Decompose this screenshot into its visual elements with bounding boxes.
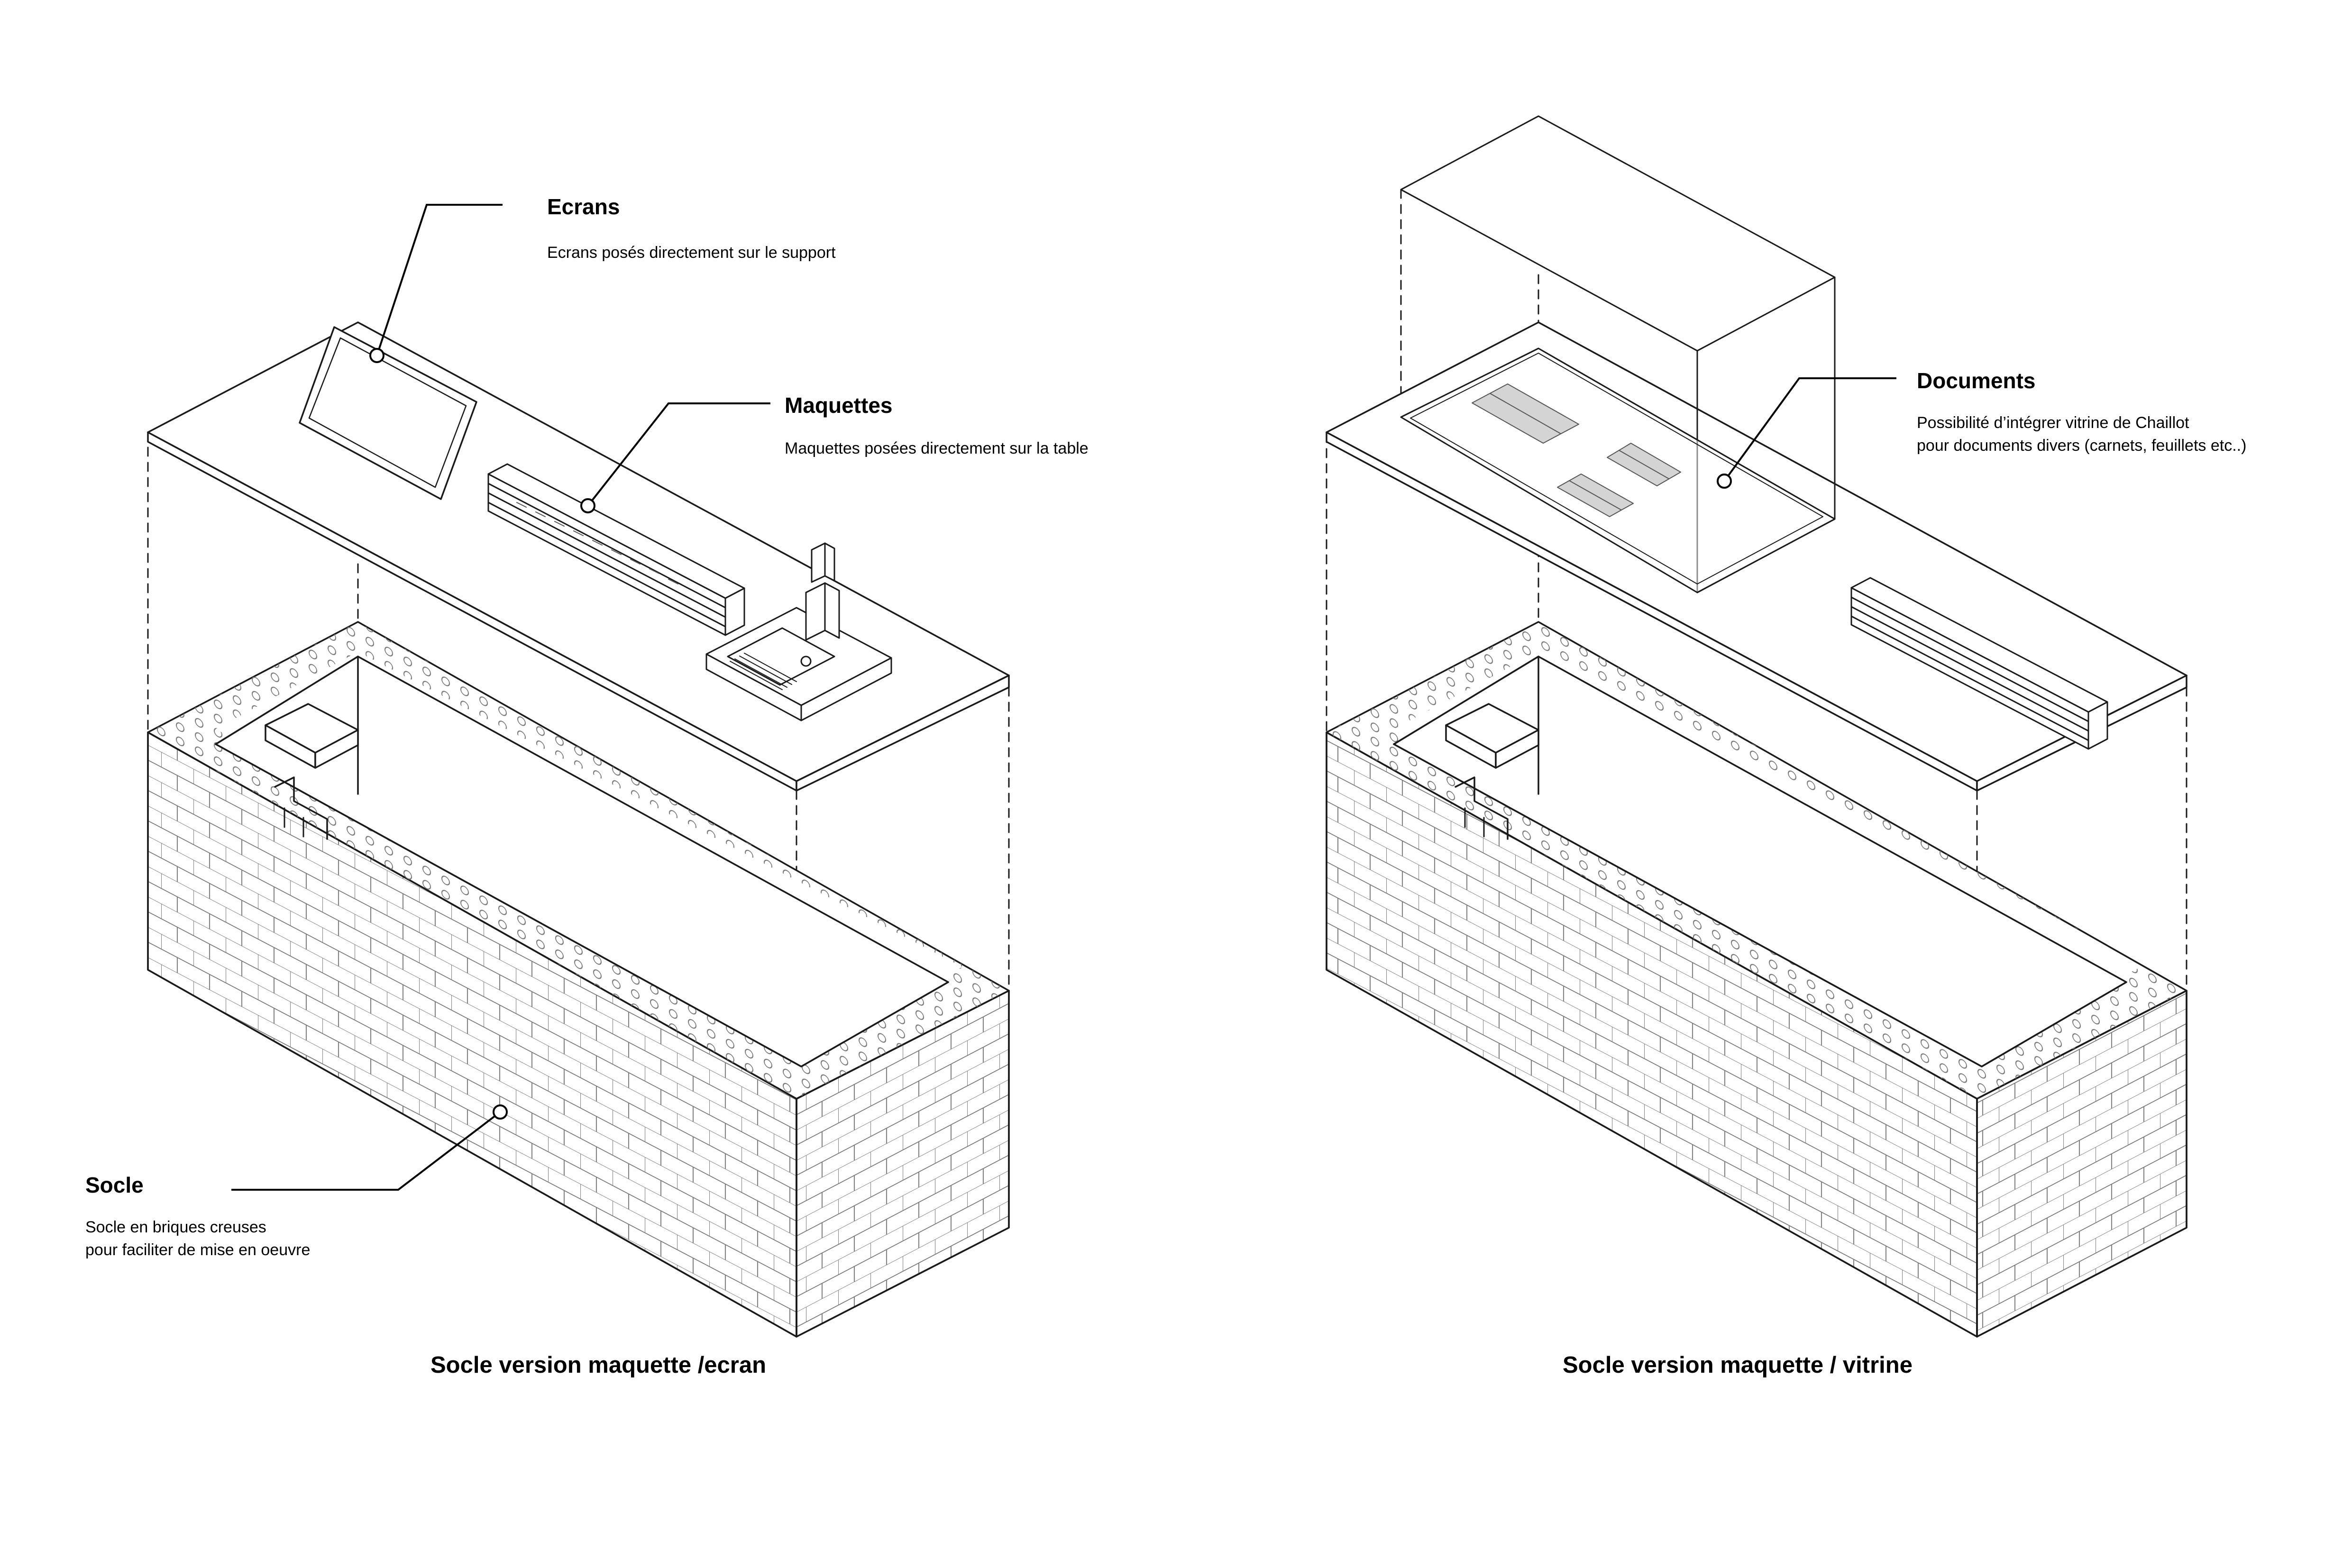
leader-socle-dot	[493, 1104, 508, 1120]
socle-body	[1326, 621, 2187, 1338]
architectural-model	[705, 542, 892, 721]
annotation-title: Maquettes	[785, 393, 893, 418]
screen-object	[299, 326, 477, 500]
caption-right: Socle version maquette / vitrine	[1563, 1352, 1913, 1378]
annotation-text: pour documents divers (carnets, feuillet…	[1917, 437, 2247, 455]
annotation-text: Maquettes posées directement sur la tabl…	[785, 439, 1089, 457]
annotation-text: pour faciliter de mise en oeuvre	[85, 1241, 311, 1259]
leader-socle	[231, 1111, 501, 1191]
annotation-text: Ecrans posés directement sur le support	[547, 244, 836, 262]
leader-maquettes-dot	[580, 498, 595, 513]
annotation-socle: Socle Socle en briques creuses pour faci…	[85, 1174, 310, 1261]
annotation-text: Socle en briques creuses	[85, 1218, 266, 1236]
annotation-title: Documents	[1917, 368, 2036, 393]
annotation-text: Possibilité d’intégrer vitrine de Chaill…	[1917, 414, 2189, 432]
leader-ecrans	[376, 204, 503, 356]
vitrine	[1400, 115, 1836, 593]
leader-maquettes	[587, 402, 770, 507]
leader-ecrans-dot	[369, 348, 384, 363]
leader-lines	[231, 204, 1896, 1191]
socle-body	[147, 621, 1010, 1338]
document-sheets	[1472, 383, 1681, 517]
model-shelf-holes	[516, 502, 678, 584]
leader-documents	[1723, 377, 1896, 482]
caption-left: Socle version maquette /ecran	[430, 1352, 767, 1378]
annotation-title: Ecrans	[547, 194, 620, 219]
annotation-maquettes: Maquettes Maquettes posées directement s…	[785, 394, 1089, 460]
annotation-ecrans: Ecrans Ecrans posés directement sur le s…	[547, 196, 836, 264]
annotation-documents: Documents Possibilité d’intégrer vitrine…	[1917, 370, 2246, 457]
left-assembly	[147, 321, 1010, 1338]
annotation-title: Socle	[85, 1173, 144, 1197]
right-assembly	[1326, 115, 2187, 1338]
leader-documents-dot	[1717, 474, 1732, 489]
